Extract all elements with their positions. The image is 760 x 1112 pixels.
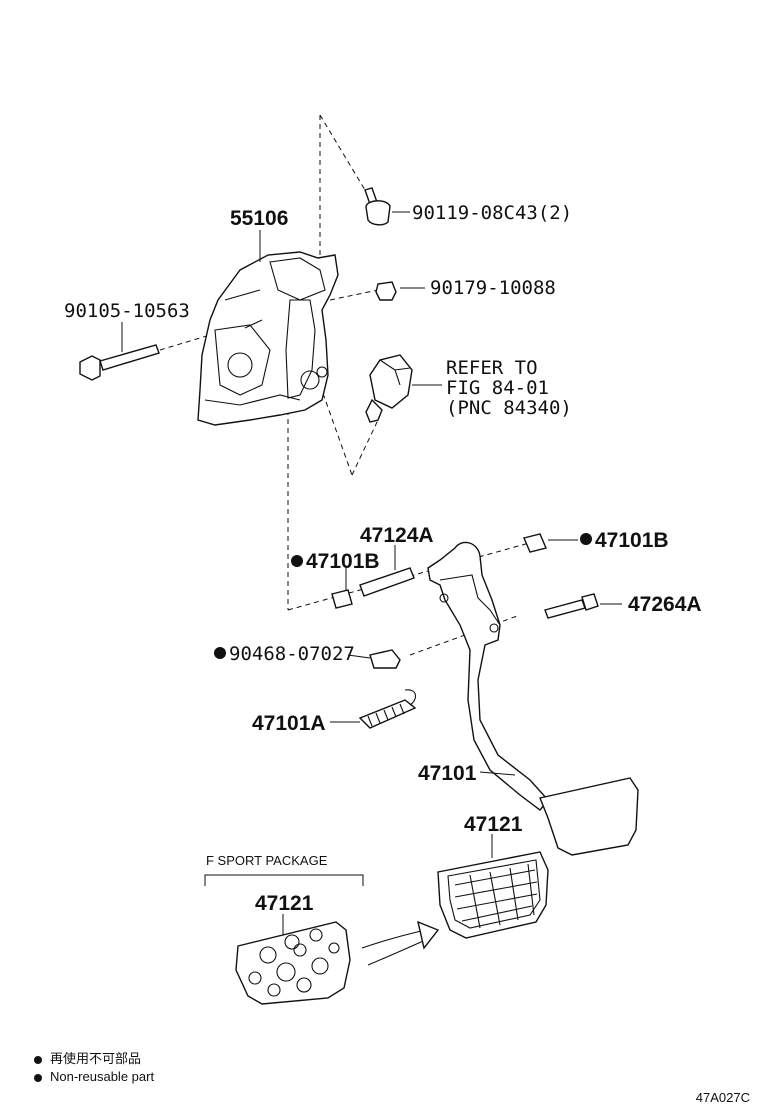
legend-row-en: Non-reusable part: [34, 1068, 154, 1086]
bolt-90105: [79, 344, 160, 381]
pedal-pad-sport: [235, 921, 351, 1005]
label-47121-standard: 47121: [464, 813, 523, 836]
replacement-arrow: [361, 920, 440, 966]
label-47124a: 47124A: [360, 524, 434, 547]
label-90468: 90468-07027: [229, 643, 355, 665]
refer-line-1: REFER TO: [446, 357, 538, 379]
label-90105: 90105-10563: [64, 300, 190, 322]
label-55106: 55106: [230, 207, 288, 230]
bushing-47101b-right: [523, 533, 547, 553]
sport-package-label: F SPORT PACKAGE: [206, 853, 328, 868]
label-47101a: 47101A: [252, 712, 326, 735]
label-47264a: 47264A: [628, 593, 702, 616]
bolt-90119: [364, 187, 391, 226]
brake-pedal-arm: [427, 541, 639, 856]
label-47101: 47101: [418, 762, 477, 785]
legend-row-jp: 再使用不可部品: [34, 1050, 154, 1068]
label-47101b-left: 47101B: [306, 550, 380, 573]
clip-90468: [369, 649, 401, 669]
leader-lines: [121, 211, 622, 935]
refer-line-2: FIG 84-01: [446, 377, 549, 399]
non-reusable-marker-47101b-right: [580, 533, 592, 545]
pedal-pad-standard: [437, 851, 549, 939]
pin-47264a: [544, 593, 599, 619]
label-47121-sport: 47121: [255, 892, 314, 915]
nut-90179: [375, 281, 397, 301]
label-90179: 90179-10088: [430, 277, 556, 299]
collar-47124a: [359, 567, 415, 597]
pedal-bracket: [197, 251, 339, 426]
bullet-icon: [34, 1073, 42, 1082]
legend-en-text: Non-reusable part: [50, 1069, 155, 1084]
legend-jp-text: 再使用不可部品: [50, 1051, 142, 1066]
figure-code: 47A027C: [695, 1090, 750, 1105]
non-reusable-marker-47101b-left: [291, 555, 303, 567]
refer-line-3: (PNC 84340): [446, 397, 572, 419]
label-90119: 90119-08C43(2): [412, 202, 572, 224]
legend: 再使用不可部品 Non-reusable part: [34, 1050, 154, 1086]
sport-package-bracket: [204, 874, 364, 886]
return-spring-47101a: [358, 689, 417, 729]
bushing-47101b-left: [331, 589, 353, 609]
bullet-icon: [34, 1055, 42, 1064]
label-47101b-right: 47101B: [595, 529, 669, 552]
stop-lamp-switch: [365, 354, 413, 423]
non-reusable-marker-90468: [214, 647, 226, 659]
